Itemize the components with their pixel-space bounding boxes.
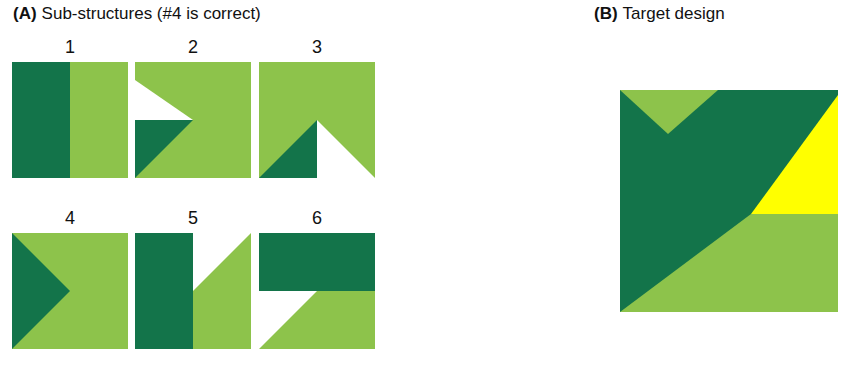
tile-number: 5 xyxy=(188,208,198,229)
tile-heading: 4 xyxy=(12,205,128,231)
panel-title: Target design xyxy=(623,4,725,24)
panel-letter: (A) xyxy=(13,4,37,24)
tile-number: 1 xyxy=(65,37,75,58)
tile-heading: 5 xyxy=(135,205,251,231)
tile-number: 2 xyxy=(188,37,198,58)
tile-2 xyxy=(135,62,251,178)
tile-4 xyxy=(12,233,128,349)
panel-letter: (B) xyxy=(594,4,618,24)
tile-number: 6 xyxy=(312,208,322,229)
tile-1 xyxy=(12,62,128,178)
panel-title: Sub-structures (#4 is correct) xyxy=(42,4,261,24)
tile-6 xyxy=(259,233,375,349)
tile-5 xyxy=(135,233,251,349)
tile-heading: 1 xyxy=(12,34,128,60)
tile-heading: 6 xyxy=(259,205,375,231)
tile-heading: 2 xyxy=(135,34,251,60)
tile-heading: 3 xyxy=(259,34,375,60)
target-design xyxy=(620,90,838,312)
tile-number: 4 xyxy=(65,208,75,229)
tile-number: 3 xyxy=(312,37,322,58)
tile-3 xyxy=(259,62,375,178)
